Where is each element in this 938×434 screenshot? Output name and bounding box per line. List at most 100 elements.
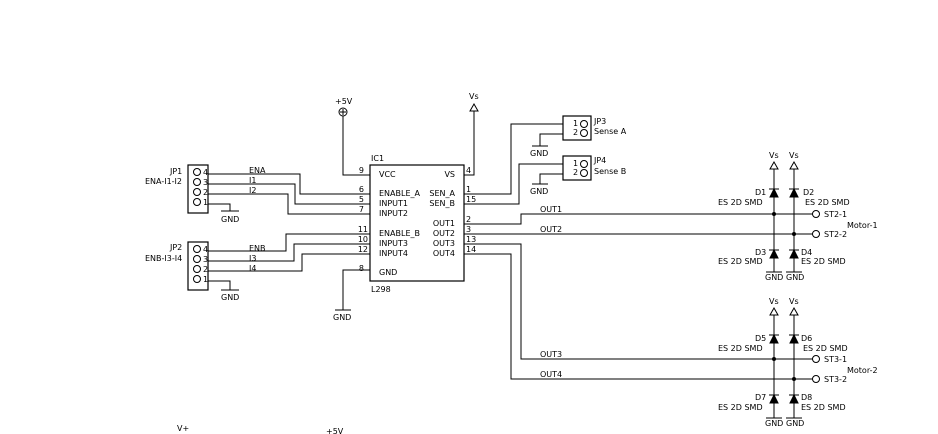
- vs-arrow-icon: [769, 160, 779, 170]
- net-out2: OUT2: [540, 225, 562, 234]
- vs-arrow-icon: [789, 160, 799, 170]
- jp4-ref: JP4: [593, 156, 606, 165]
- jp4-gnd-label: GND: [530, 187, 548, 196]
- pin-name-gnd: GND: [379, 268, 397, 277]
- jp1-gnd-label: GND: [221, 215, 239, 224]
- diode-d3-icon: [769, 248, 779, 259]
- jp3-pin2: 2: [573, 128, 578, 137]
- jp1-pin3: 3: [203, 178, 208, 187]
- st3-1-label: ST3-1: [824, 355, 847, 364]
- st2-1-label: ST2-1: [824, 210, 847, 219]
- vs-label-d6: Vs: [789, 297, 799, 306]
- net-i4: I4: [249, 264, 256, 273]
- d4-ref: D4: [801, 248, 812, 257]
- net-i3: I3: [249, 254, 256, 263]
- pin-num-6: 6: [359, 185, 364, 194]
- d3-ref: D3: [755, 248, 766, 257]
- net-out4: OUT4: [540, 370, 562, 379]
- terminal-st3-1: [812, 355, 820, 363]
- diode-d8-icon: [789, 393, 799, 404]
- pin-num-14: 14: [466, 245, 476, 254]
- pin-num-5: 5: [359, 195, 364, 204]
- jp1-connector: JP1 ENA-I1-I2 4 3 2 1 GND ENA I1 I2: [145, 164, 370, 224]
- pin-name-sen-a: SEN_A: [429, 189, 455, 198]
- jp2-pin3: 3: [203, 255, 208, 264]
- diode-d2-icon: [789, 187, 799, 198]
- pin-name-input4: INPUT4: [379, 249, 408, 258]
- diode-d4-icon: [789, 248, 799, 259]
- jp2-gnd-label: GND: [221, 293, 239, 302]
- diode-d6-icon: [789, 333, 799, 344]
- jp2-ref: JP2: [169, 243, 182, 252]
- net-enb: ENB: [249, 244, 266, 253]
- diode-d7-icon: [769, 393, 779, 404]
- pin-name-out1: OUT1: [433, 219, 455, 228]
- net-out3: OUT3: [540, 350, 562, 359]
- jp2-pin2: 2: [203, 265, 208, 274]
- vs-label-d5: Vs: [769, 297, 779, 306]
- d4-part: ES 2D SMD: [801, 257, 846, 266]
- d8-gnd-label: GND: [786, 419, 804, 428]
- jp4-name: Sense B: [594, 167, 626, 176]
- d5-part: ES 2D SMD: [718, 344, 763, 353]
- jp2-name: ENB-I3-I4: [145, 254, 182, 263]
- vcc-wire: [342, 116, 370, 176]
- terminal-st2-1: [812, 210, 820, 218]
- jp3-ref: JP3: [593, 117, 606, 126]
- diode-d1-icon: [769, 187, 779, 198]
- d3-gnd-label: GND: [765, 273, 783, 282]
- diode-bridge-motor2: Vs Vs D5 ES 2D SMD D6 ES 2D SMD D7 ES 2D…: [718, 297, 878, 428]
- motor2-label: Motor-2: [847, 366, 878, 375]
- d8-ref: D8: [801, 393, 812, 402]
- d8-part: ES 2D SMD: [801, 403, 846, 412]
- jp3-gnd-label: GND: [530, 149, 548, 158]
- ic-part-label: L298: [371, 285, 391, 294]
- d7-part: ES 2D SMD: [718, 403, 763, 412]
- ic-gnd: GND: [333, 269, 370, 322]
- jp3-pin1: 1: [573, 119, 578, 128]
- output-wires: OUT1 OUT2 OUT3 OUT4: [464, 205, 813, 380]
- d7-ref: D7: [755, 393, 766, 402]
- jp1-pin4: 4: [203, 168, 208, 177]
- pin-num-8: 8: [359, 264, 364, 273]
- d2-part: ES 2D SMD: [805, 198, 850, 207]
- pin-name-sen-b: SEN_B: [429, 199, 455, 208]
- d4-gnd-label: GND: [786, 273, 804, 282]
- pin-num-1: 1: [466, 185, 471, 194]
- jp4-connector: 1 2 JP4 Sense B GND: [464, 155, 626, 205]
- vs-label-d1: Vs: [769, 151, 779, 160]
- net-i1: I1: [249, 176, 256, 185]
- pin-name-out3: OUT3: [433, 239, 455, 248]
- d1-ref: D1: [755, 188, 766, 197]
- pin-num-9: 9: [359, 166, 364, 175]
- ic-vs-supply: Vs: [464, 92, 479, 176]
- pin-num-3: 3: [466, 225, 471, 234]
- jp3-name: Sense A: [594, 127, 627, 136]
- ic-gnd-label: GND: [333, 313, 351, 322]
- st3-2-label: ST3-2: [824, 375, 847, 384]
- pin-name-input3: INPUT3: [379, 239, 408, 248]
- d6-part: ES 2D SMD: [803, 344, 848, 353]
- vplus-label: V+: [177, 424, 189, 433]
- pin-num-7: 7: [359, 205, 364, 214]
- jp4-pin1: 1: [573, 159, 578, 168]
- pin-num-10: 10: [358, 235, 368, 244]
- jp2-pin4: 4: [203, 245, 208, 254]
- net-ena: ENA: [249, 166, 266, 175]
- pin-name-input1: INPUT1: [379, 199, 408, 208]
- vcc-supply: +5V: [335, 97, 370, 176]
- out1-wire: [464, 213, 813, 225]
- terminal-st2-2: [812, 230, 820, 238]
- pin-name-out2: OUT2: [433, 229, 455, 238]
- jp1-ref: JP1: [169, 167, 182, 176]
- pin-num-11: 11: [358, 225, 368, 234]
- pin-name-input2: INPUT2: [379, 209, 408, 218]
- net-i2: I2: [249, 186, 256, 195]
- d3-part: ES 2D SMD: [718, 257, 763, 266]
- pin-num-4: 4: [466, 166, 471, 175]
- ic-l298: IC1 L298 VCC ENABLE_A INPUT1 INPUT2 ENAB…: [358, 154, 476, 294]
- diode-d5-icon: [769, 333, 779, 344]
- pin-num-12: 12: [358, 245, 368, 254]
- d2-ref: D2: [803, 188, 814, 197]
